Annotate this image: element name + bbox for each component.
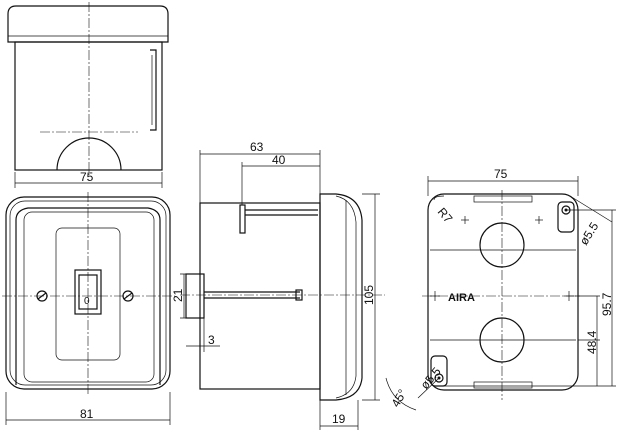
side-small-dim: 3	[208, 333, 215, 347]
rear-width-dim: 75	[494, 167, 508, 181]
mount-hole-top	[557, 201, 575, 233]
rear-hole-dia-top-dim: ø5.5	[577, 220, 602, 248]
switch-off-label: 0	[84, 296, 90, 307]
side-center-height-dim: 21	[171, 288, 185, 302]
rear-view: AIRA R7 75 ø5.5 95.7 48.4 ø5.5	[385, 167, 616, 411]
top-view: 75	[7, 2, 169, 188]
brand-label: AIRA	[448, 292, 475, 304]
rear-height-half-dim: 48.4	[585, 330, 599, 354]
front-view: 0 81	[2, 192, 175, 425]
side-view: 63 40 105 21 3 19	[171, 140, 385, 430]
front-width-dim: 81	[80, 407, 94, 421]
side-height-dim: 105	[362, 285, 376, 305]
mount-hole-bottom	[430, 355, 448, 387]
rear-radius-dim: R7	[435, 205, 456, 226]
top-width-dim: 75	[80, 170, 94, 184]
side-flange-dim: 19	[332, 412, 346, 426]
side-depth-total-dim: 63	[250, 140, 264, 154]
side-depth-inner-dim: 40	[272, 153, 286, 167]
rear-height-total-dim: 95.7	[600, 292, 614, 316]
